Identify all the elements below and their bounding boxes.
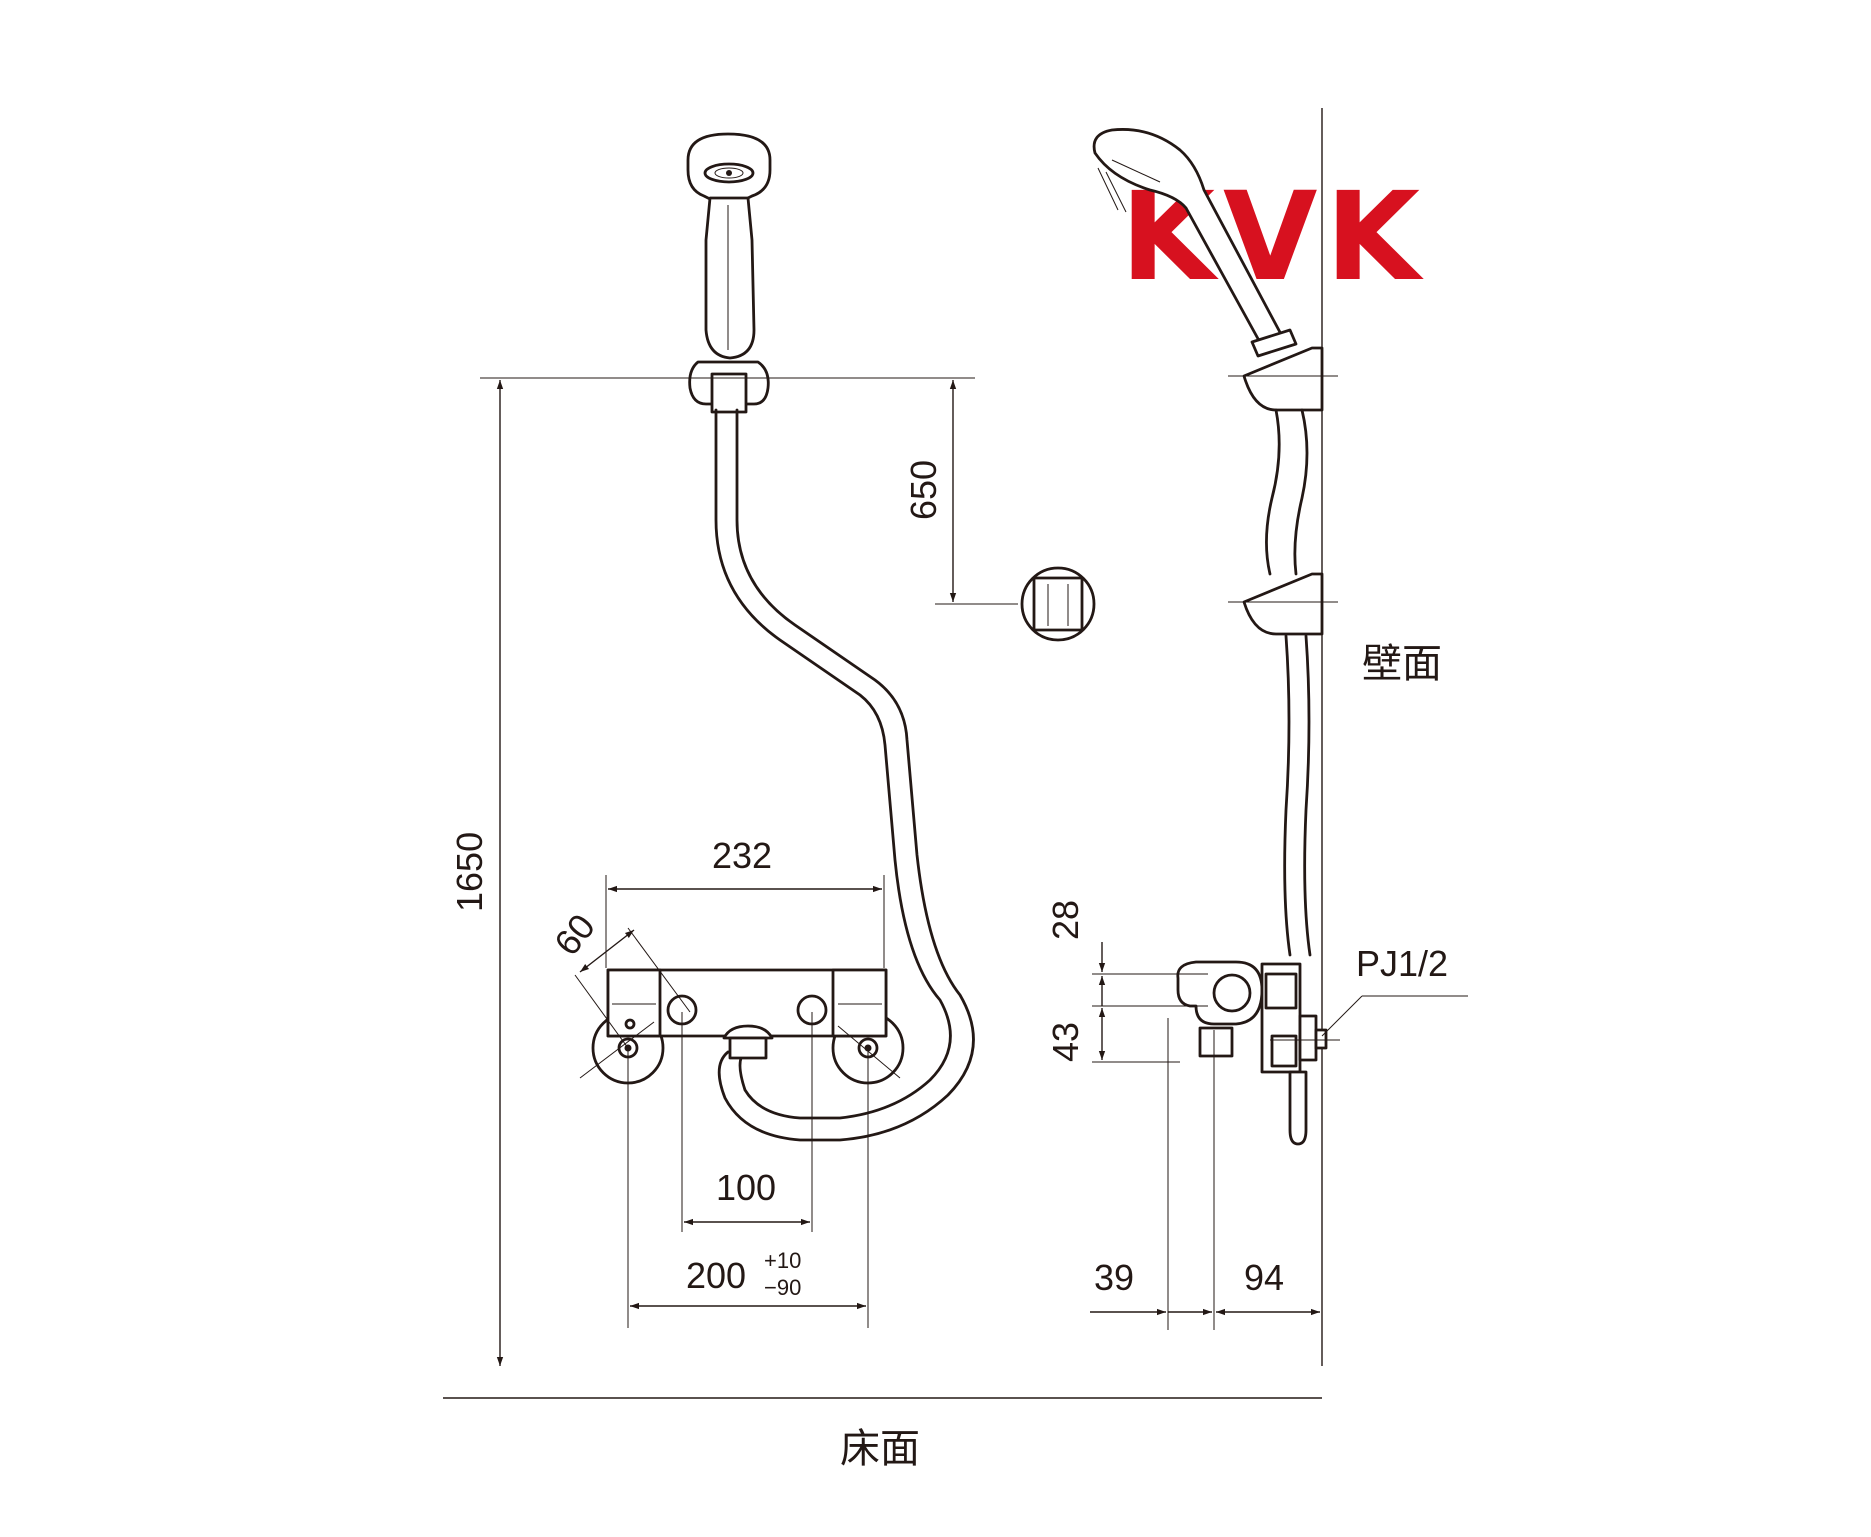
dim-100: 100 <box>681 1012 813 1232</box>
dim-94: 94 <box>1216 1257 1320 1316</box>
dim-200: 200 +10 −90 <box>627 1048 869 1328</box>
dim-28: 28 <box>1045 900 1208 1006</box>
dim-232: 232 <box>605 835 885 968</box>
dim-650: 650 <box>903 380 1018 605</box>
svg-text:−90: −90 <box>764 1275 801 1300</box>
svg-text:39: 39 <box>1094 1257 1134 1298</box>
hose-side <box>1283 634 1312 957</box>
svg-text:28: 28 <box>1045 900 1086 940</box>
dim-43: 43 <box>1045 1005 1208 1063</box>
svg-text:232: 232 <box>712 835 772 876</box>
hose-holder-clip <box>1020 566 1096 642</box>
wall-label: 壁面 <box>1362 641 1442 687</box>
svg-text:PJ1/2: PJ1/2 <box>1356 943 1448 984</box>
svg-text:100: 100 <box>716 1167 776 1208</box>
dim-1650: 1650 <box>449 377 975 1366</box>
svg-text:94: 94 <box>1244 1257 1284 1298</box>
dim-39: 39 <box>1090 1018 1215 1330</box>
svg-text:+10: +10 <box>764 1248 801 1273</box>
slide-bar-side <box>1228 346 1338 636</box>
shower-head-front <box>686 132 772 414</box>
svg-text:60: 60 <box>546 906 603 963</box>
svg-text:1650: 1650 <box>449 832 490 912</box>
faucet-body-front <box>591 968 905 1085</box>
hose-front <box>714 408 952 1120</box>
shower-head-side <box>1092 128 1298 358</box>
faucet-body-side <box>1176 960 1340 1146</box>
floor-label: 床面 <box>840 1426 920 1472</box>
svg-text:650: 650 <box>903 460 944 520</box>
svg-text:43: 43 <box>1045 1022 1086 1062</box>
connection-callout: PJ1/2 <box>1321 943 1468 1037</box>
svg-text:200: 200 <box>686 1255 746 1296</box>
